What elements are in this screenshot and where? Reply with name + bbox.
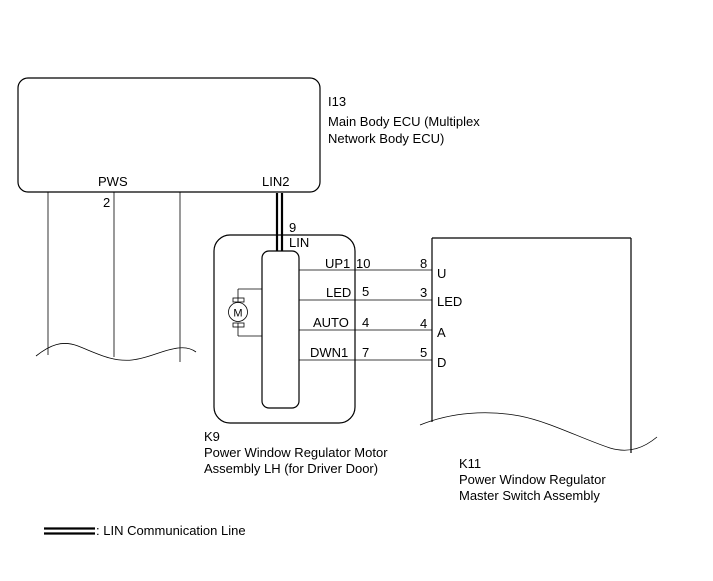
motor-assembly-name-line2: Assembly LH (for Driver Door) (204, 461, 378, 476)
switch-pin-number-led: 3 (420, 285, 427, 300)
ecu-lower-section (35, 192, 197, 362)
motor-assembly-box (213, 234, 356, 424)
master-switch-box (419, 237, 658, 453)
master-switch-code: K11 (459, 456, 481, 471)
motor-pin-label-up1: UP1 (325, 256, 350, 271)
motor-pin-label-auto: AUTO (313, 315, 349, 330)
switch-pin-number-u: 8 (420, 256, 427, 271)
motor-symbol: M (228, 288, 262, 337)
motor-symbol-letter: M (233, 308, 242, 320)
switch-pin-number-d: 5 (420, 345, 427, 360)
ecu-box (17, 77, 321, 193)
motor-assembly-code: K9 (204, 429, 220, 444)
motor-pin-number-led: 5 (362, 284, 369, 299)
switch-pin-label-d: D (437, 355, 446, 370)
legend-label: : LIN Communication Line (96, 523, 246, 538)
motor-lin-pin-label: LIN (289, 235, 309, 250)
motor-pin-number-auto: 4 (362, 315, 369, 330)
ecu-pin-pws-label: PWS (98, 174, 128, 189)
motor-lin-pin-number: 9 (289, 220, 296, 235)
master-switch-name-line1: Power Window Regulator (459, 472, 606, 487)
ecu-name-line2: Network Body ECU) (328, 131, 444, 146)
legend-lin-line-symbol (44, 527, 95, 535)
motor-pin-label-led: LED (326, 285, 351, 300)
motor-internal-module (261, 250, 300, 409)
ecu-pin-lin2-label: LIN2 (262, 174, 289, 189)
switch-pin-label-led: LED (437, 294, 462, 309)
signal-wires (299, 269, 432, 361)
ecu-pin-pws-number: 2 (103, 195, 110, 210)
switch-pin-number-a: 4 (420, 316, 427, 331)
ecu-code: I13 (328, 94, 346, 109)
motor-assembly-name-line1: Power Window Regulator Motor (204, 445, 388, 460)
master-switch-name-line2: Master Switch Assembly (459, 488, 600, 503)
motor-pin-number-up1: 10 (356, 256, 370, 271)
ecu-name-line1: Main Body ECU (Multiplex (328, 114, 480, 129)
lin-communication-wire (275, 193, 284, 251)
motor-pin-label-dwn1: DWN1 (310, 345, 348, 360)
switch-pin-label-a: A (437, 325, 446, 340)
motor-pin-number-dwn1: 7 (362, 345, 369, 360)
switch-pin-label-u: U (437, 266, 446, 281)
